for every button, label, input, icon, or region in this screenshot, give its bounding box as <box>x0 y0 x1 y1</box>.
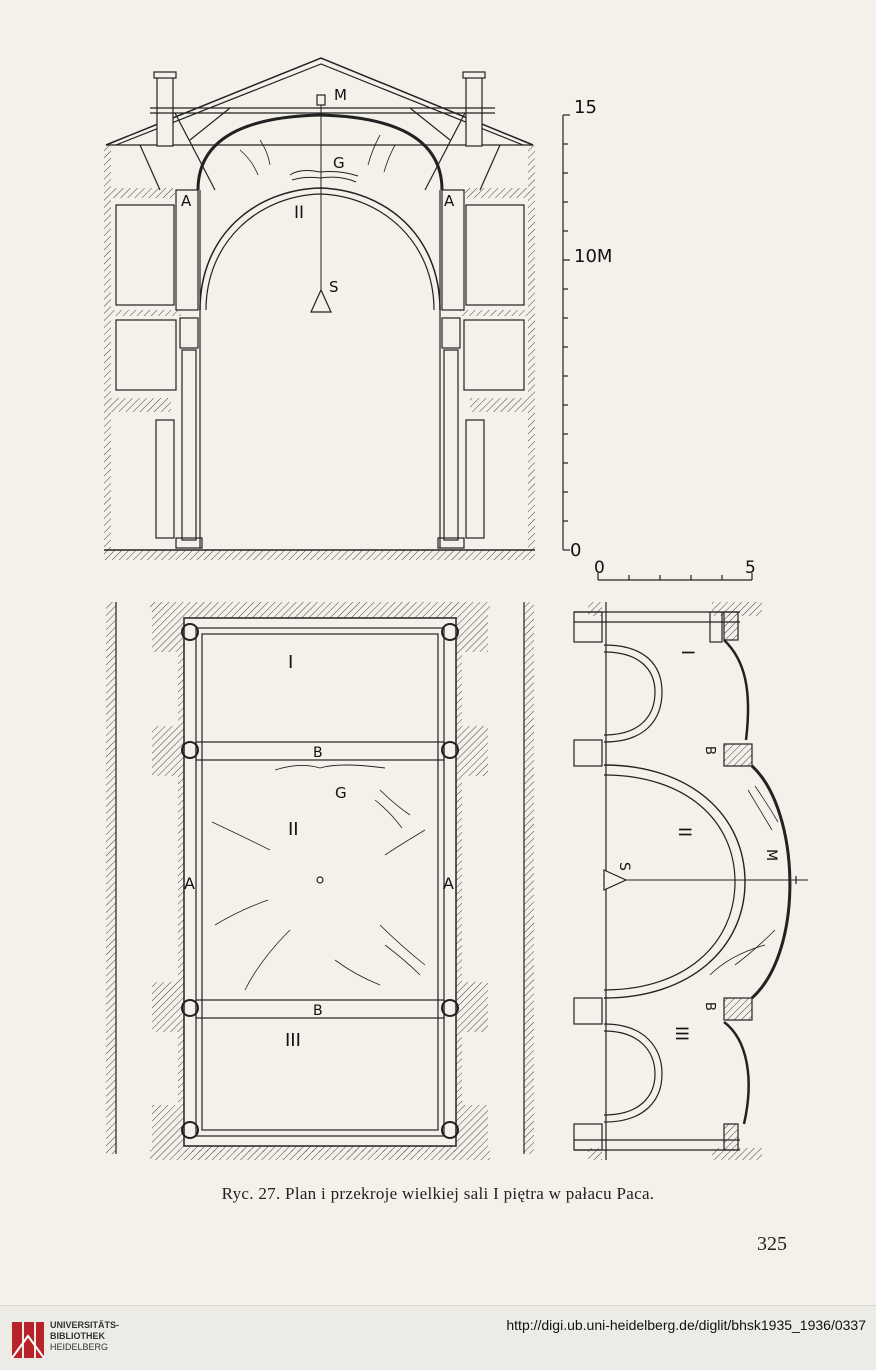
plan-label-b-bottom: B <box>313 1003 323 1019</box>
vertical-scale-bottom: 0 <box>570 540 581 561</box>
figure-caption: Ryc. 27. Plan i przekroje wielkiej sali … <box>221 1184 655 1203</box>
plan-label-a-left: A <box>184 874 195 893</box>
plan-label-g: G <box>335 784 347 802</box>
side-label-m: M <box>763 849 779 861</box>
longitudinal-section <box>573 602 808 1160</box>
library-line-1: UNIVERSITÄTS- <box>50 1320 120 1330</box>
plan-label-b-top: B <box>313 745 323 761</box>
plan-label-iii: III <box>285 1030 301 1051</box>
library-logo-icon <box>11 1322 45 1359</box>
library-name: UNIVERSITÄTS- BIBLIOTHEK HEIDELBERG <box>50 1320 119 1353</box>
cross-section <box>104 57 535 560</box>
library-line-3: HEIDELBERG <box>50 1342 109 1352</box>
side-label-i: I <box>677 650 697 655</box>
section-label-a-left: A <box>181 192 192 210</box>
section-label-g: G <box>333 154 345 172</box>
section-label-m: M <box>334 86 347 104</box>
vertical-scale-middle: 10M <box>574 246 612 267</box>
architectural-drawing: M G II A A S 15 10M 0 0 5 <box>104 57 808 1160</box>
horizontal-scale-left: 0 <box>594 558 605 578</box>
plan-label-ii: II <box>288 819 299 840</box>
section-label-a-right: A <box>444 192 455 210</box>
side-label-b-bottom: B <box>702 1002 717 1011</box>
plan-label-i: I <box>288 652 293 673</box>
document-page: M G II A A S 15 10M 0 0 5 <box>104 57 808 1255</box>
document-url-link[interactable]: http://digi.ub.uni-heidelberg.de/diglit/… <box>506 1317 866 1333</box>
vertical-scale-top: 15 <box>574 97 597 118</box>
horizontal-scale <box>597 573 753 581</box>
footer-bar: UNIVERSITÄTS- BIBLIOTHEK HEIDELBERG http… <box>0 1305 876 1370</box>
side-label-s: S <box>616 862 632 871</box>
library-line-2: BIBLIOTHEK <box>50 1331 105 1341</box>
plan-label-a-right: A <box>443 874 454 893</box>
vertical-scale <box>562 114 570 551</box>
side-label-iii: III <box>671 1026 691 1041</box>
horizontal-scale-right: 5 <box>745 558 756 578</box>
section-label-ii: II <box>294 203 304 223</box>
section-label-s: S <box>329 278 339 296</box>
page-number: 325 <box>757 1233 787 1255</box>
side-label-ii: II <box>674 827 694 837</box>
side-label-b-top: B <box>702 746 717 755</box>
floor-plan <box>106 602 534 1160</box>
